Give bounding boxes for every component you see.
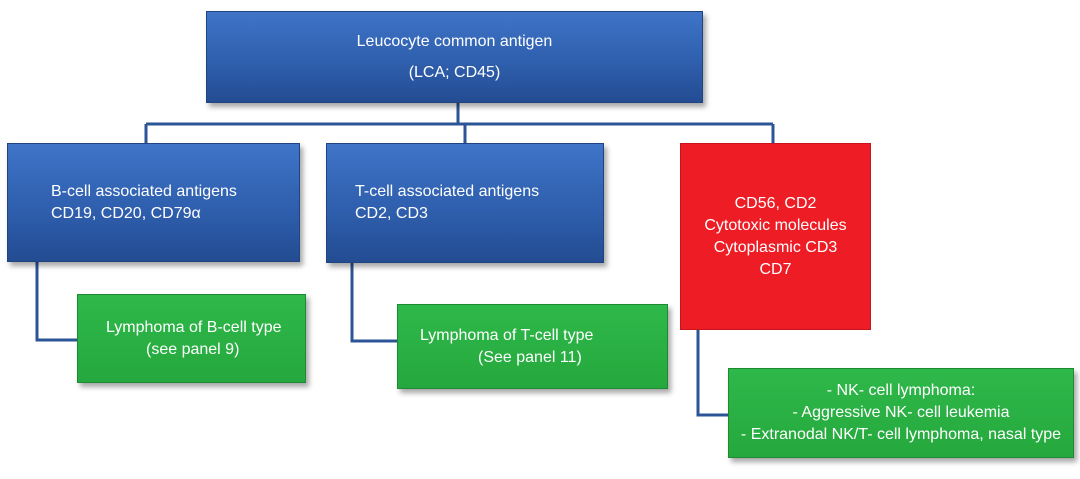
- tcell-antigen-box: T-cell associated antigens CD2, CD3: [326, 143, 604, 263]
- nk-marker-3: Cytoplasmic CD3: [713, 238, 838, 256]
- tcell-lymphoma-box: Lymphoma of T-cell type (See panel 11): [397, 304, 668, 389]
- bcell-antigen-box: B-cell associated antigens CD19, CD20, C…: [7, 143, 300, 262]
- tcell-lymphoma-title: Lymphoma of T-cell type: [420, 326, 594, 344]
- nk-outcome-1: - NK- cell lymphoma:: [826, 382, 976, 399]
- bcell-to-lymphoma-connector: [35, 262, 77, 342]
- nk-outcome-2: - Aggressive NK- cell leukemia: [792, 404, 1010, 421]
- bcell-panel-ref: (see panel 9): [146, 340, 240, 358]
- tcell-panel-ref: (See panel 11): [478, 348, 582, 366]
- root-subtitle: (LCA; CD45): [408, 63, 501, 81]
- bcell-markers: CD19, CD20, CD79α: [51, 204, 201, 222]
- bcell-title: B-cell associated antigens: [51, 182, 237, 200]
- tcell-to-lymphoma-connector: [350, 263, 397, 343]
- bcell-lymphoma-title: Lymphoma of B-cell type: [106, 318, 282, 336]
- bcell-lymphoma-box: Lymphoma of B-cell type (see panel 9): [77, 294, 306, 383]
- nk-marker-2: Cytotoxic molecules: [704, 216, 847, 234]
- nk-marker-1: CD56, CD2: [734, 194, 817, 212]
- nk-outcome-box: - NK- cell lymphoma: - Aggressive NK- ce…: [728, 368, 1074, 458]
- tcell-title: T-cell associated antigens: [355, 183, 540, 200]
- nk-marker-4: CD7: [759, 260, 792, 278]
- nk-to-outcome-connector: [696, 330, 728, 417]
- nk-antigen-box: CD56, CD2 Cytotoxic molecules Cytoplasmi…: [680, 143, 871, 330]
- root-title: Leucocyte common antigen: [356, 32, 553, 50]
- nk-outcome-3: - Extranodal NK/T- cell lymphoma, nasal …: [740, 426, 1062, 443]
- tcell-markers: CD2, CD3: [355, 205, 428, 222]
- root-antigen-box: Leucocyte common antigen (LCA; CD45): [206, 11, 703, 103]
